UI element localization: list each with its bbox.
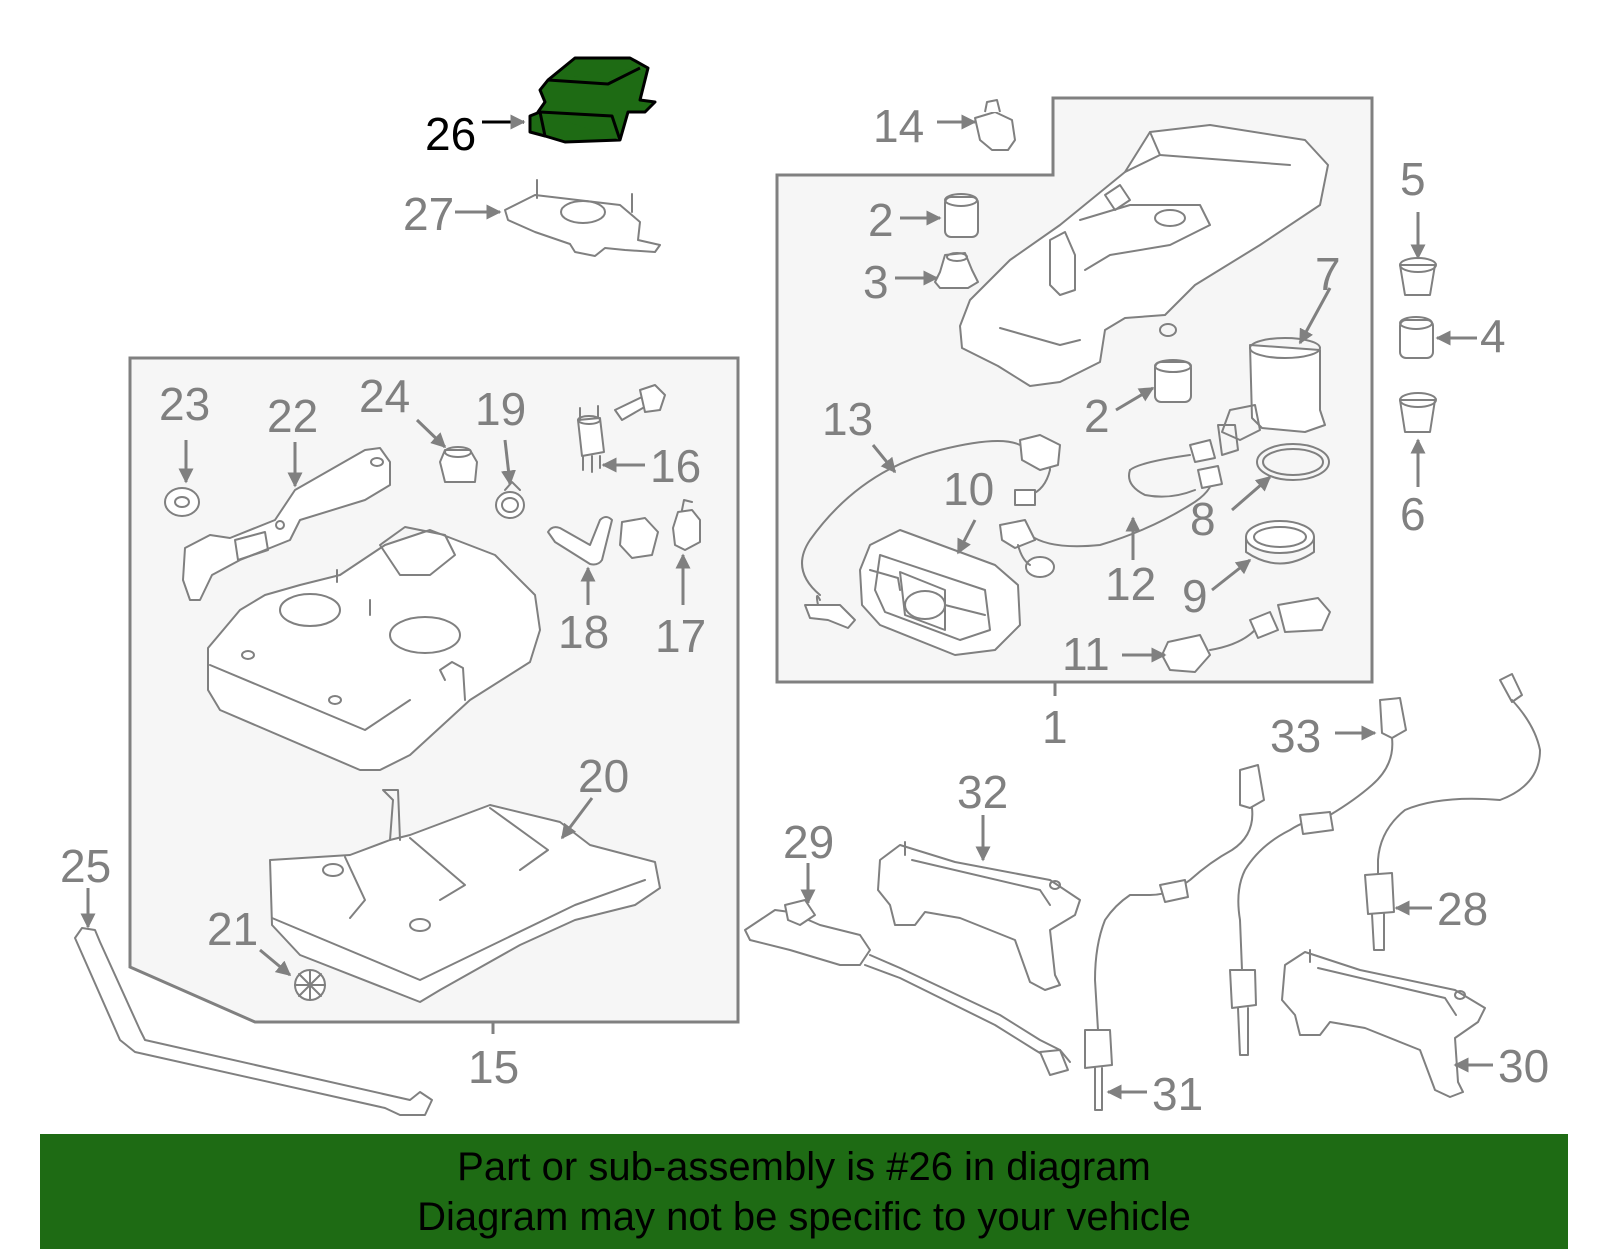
banner-line-1: Part or sub-assembly is #26 in diagram <box>457 1144 1151 1189</box>
part-28-o2-sensor <box>1364 673 1541 951</box>
callout-10: 10 <box>943 463 994 515</box>
callout-2-lower: 2 <box>1084 390 1110 442</box>
part-27-bracket <box>504 179 661 257</box>
part-14-cap <box>974 99 1016 151</box>
part-12-wiring <box>999 439 1223 578</box>
part-31-o2-sensor <box>1084 764 1265 1111</box>
callout-21: 21 <box>207 903 258 955</box>
callout-24: 24 <box>359 370 410 422</box>
callout-29: 29 <box>783 816 834 868</box>
part-2-bushing-upper <box>944 193 979 238</box>
part-32-heat-shield <box>877 841 1081 991</box>
banner-line-2: Diagram may not be specific to your vehi… <box>417 1194 1191 1239</box>
part-8-o-ring <box>1256 443 1330 481</box>
part-21-plug <box>294 969 326 1001</box>
callout-32: 32 <box>957 766 1008 818</box>
part-19-clamp <box>495 481 525 519</box>
callout-14: 14 <box>873 100 924 152</box>
part-24-grommet <box>439 446 478 483</box>
part-6-bushing <box>1399 392 1437 433</box>
callout-8: 8 <box>1190 493 1216 545</box>
callout-2-upper: 2 <box>868 194 894 246</box>
info-banner: Part or sub-assembly is #26 in diagram D… <box>40 1134 1568 1249</box>
part-10-fuel-pump <box>859 529 1021 656</box>
callout-6: 6 <box>1400 488 1426 540</box>
callout-22: 22 <box>267 390 318 442</box>
callout-20: 20 <box>578 750 629 802</box>
part-33-o2-sensor <box>1229 697 1407 1056</box>
part-7-filter-housing <box>1217 337 1326 456</box>
bolt <box>614 384 666 421</box>
callout-11: 11 <box>1062 628 1110 680</box>
callout-3: 3 <box>863 256 889 308</box>
callout-9: 9 <box>1182 570 1208 622</box>
part-13-harness <box>801 434 1061 629</box>
callout-13: 13 <box>822 393 873 445</box>
part-23-washer <box>164 487 200 517</box>
part-30-heat-shield <box>1281 949 1486 1098</box>
callout-33: 33 <box>1270 710 1321 762</box>
callout-30: 30 <box>1498 1040 1549 1092</box>
part-20-shield <box>269 789 661 1003</box>
part-26-highlighted[interactable] <box>528 56 657 144</box>
callout-7: 7 <box>1315 248 1341 300</box>
fuel-tank <box>207 526 541 771</box>
part-11-connector <box>1161 597 1331 673</box>
part-4-bushing <box>1399 316 1434 359</box>
part-29-sensor <box>744 899 1071 1076</box>
callout-31: 31 <box>1152 1068 1203 1120</box>
part-5-bushing <box>1399 257 1437 296</box>
callout-15: 15 <box>468 1041 519 1093</box>
callout-26: 26 <box>425 108 476 160</box>
callout-5: 5 <box>1400 153 1426 205</box>
part-25-strap <box>74 927 433 1116</box>
callout-12: 12 <box>1105 558 1156 610</box>
part-17-cap <box>672 499 701 551</box>
callout-27: 27 <box>403 188 454 240</box>
part-16-valve <box>577 405 605 473</box>
nut <box>619 517 659 559</box>
callout-4: 4 <box>1480 310 1506 362</box>
part-22-bracket <box>182 447 391 601</box>
part-9-lock-ring <box>1245 520 1315 565</box>
callout-28: 28 <box>1437 883 1488 935</box>
callout-19: 19 <box>475 383 526 435</box>
pump-module-cover <box>959 124 1329 387</box>
part-18-hose <box>547 516 613 566</box>
callout-18: 18 <box>558 606 609 658</box>
callout-25: 25 <box>60 840 111 892</box>
part-2-bushing-lower <box>1154 359 1192 403</box>
callout-16: 16 <box>650 440 701 492</box>
callout-23: 23 <box>159 378 210 430</box>
callout-1: 1 <box>1042 701 1068 753</box>
callout-17: 17 <box>655 610 706 662</box>
